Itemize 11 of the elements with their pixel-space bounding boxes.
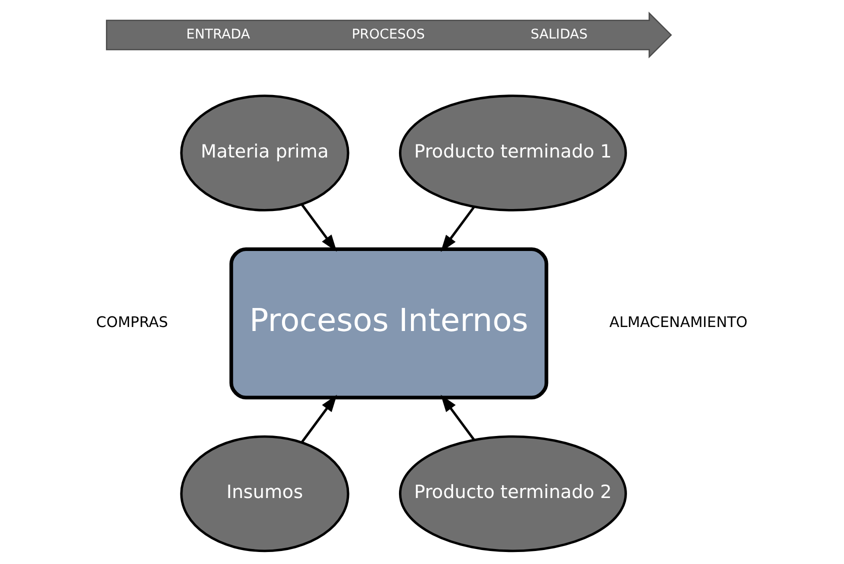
node-ellipse: Materia prima [180, 94, 350, 212]
node-ellipse: Insumos [180, 435, 350, 552]
arrow [300, 204, 337, 252]
node-ellipse: Producto terminado 2 [398, 435, 627, 552]
label: COMPRAS [96, 314, 168, 332]
label: ALMACENAMIENTO [609, 314, 748, 332]
arrow [440, 394, 475, 440]
arrow [300, 394, 337, 443]
node-ellipse: Producto terminado 1 [398, 94, 627, 212]
arrow [440, 206, 475, 252]
node-box: Procesos Internos [229, 247, 548, 400]
